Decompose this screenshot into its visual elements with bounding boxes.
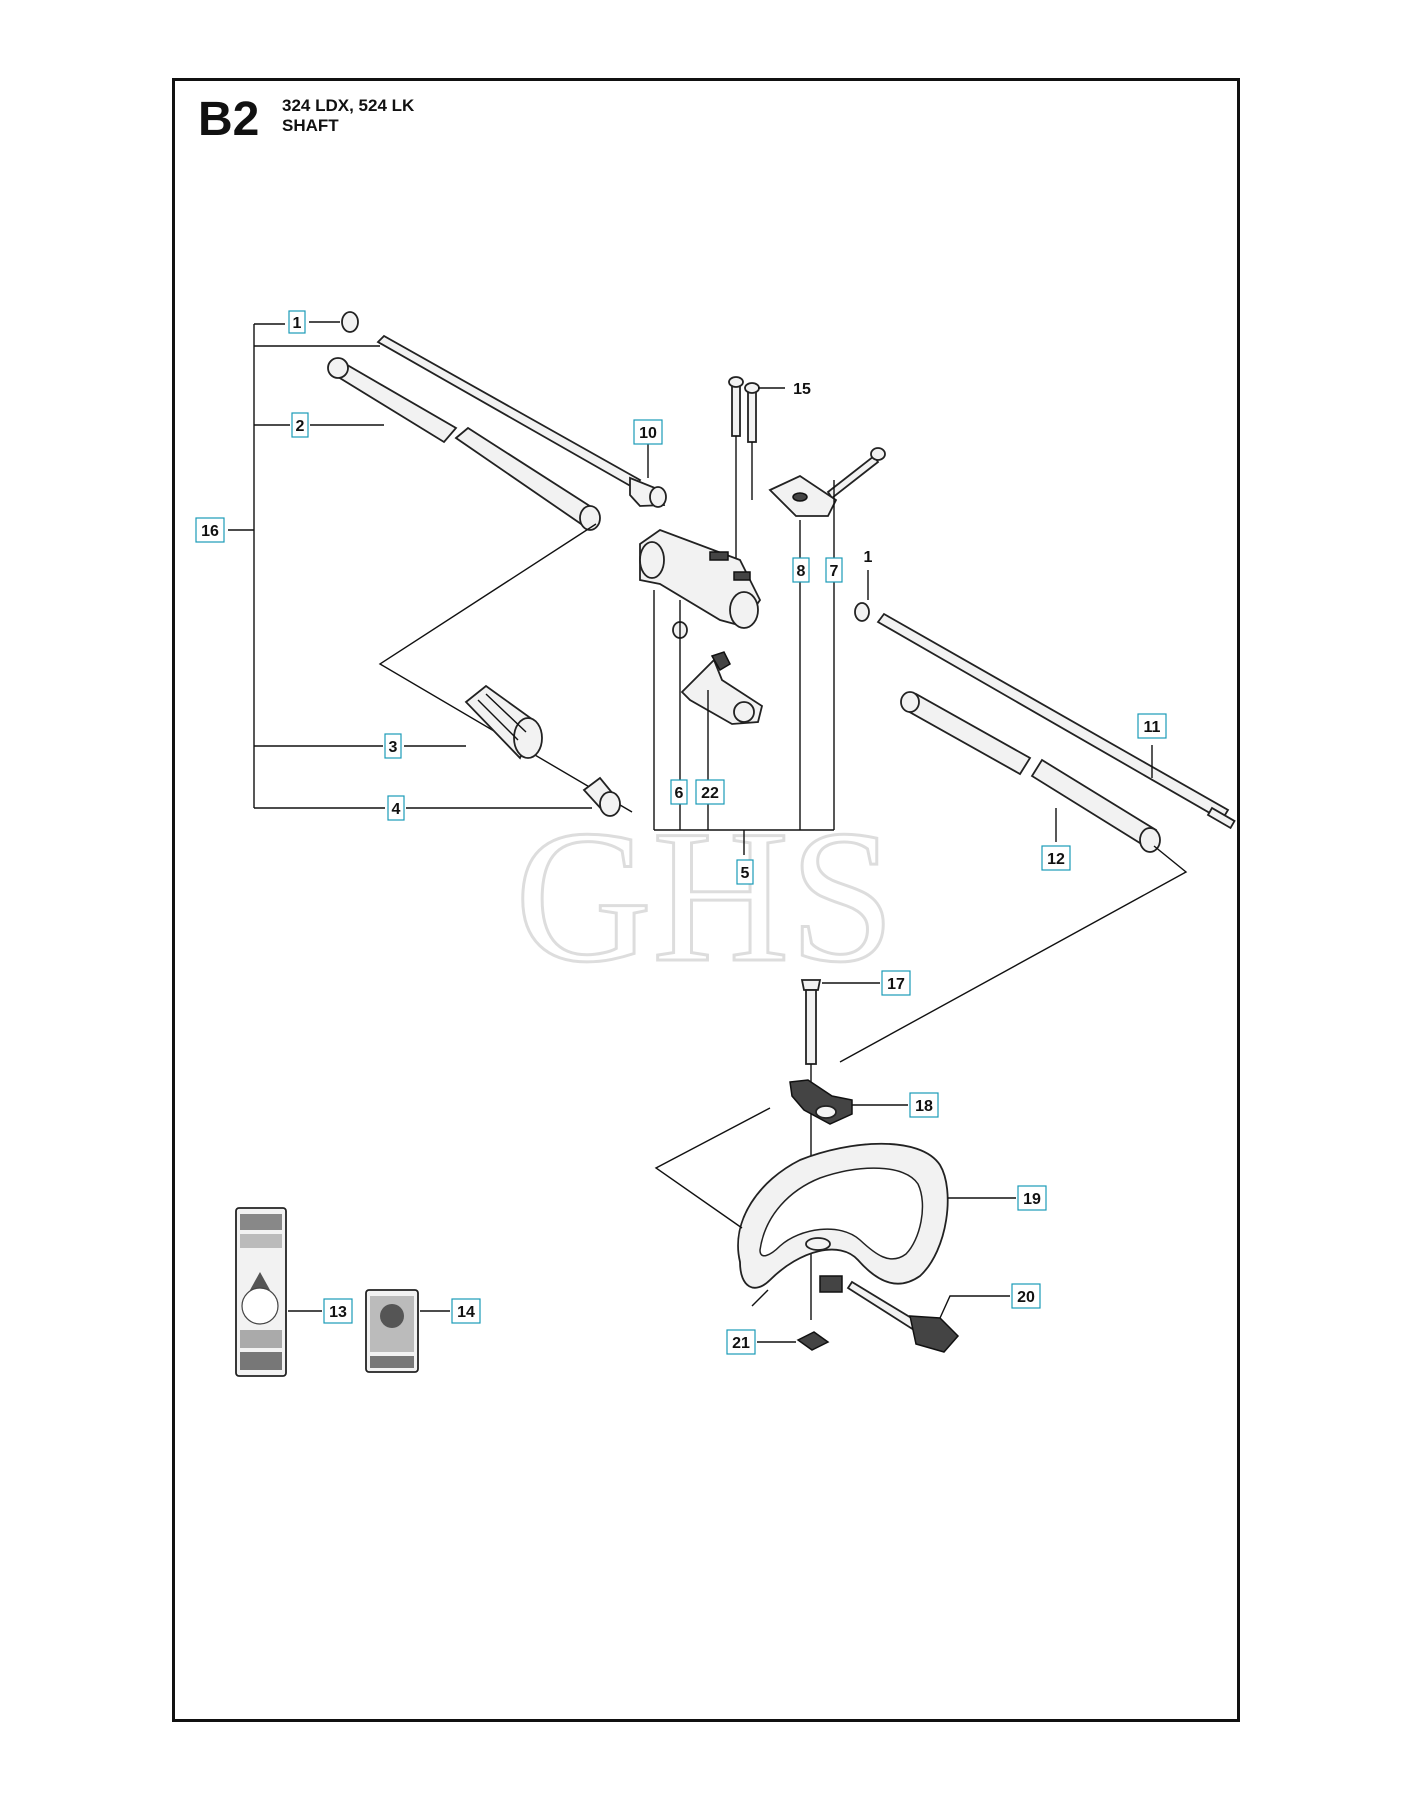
callout-14: 14 [451, 1298, 481, 1324]
svg-text:18: 18 [915, 1098, 933, 1115]
washer-part-1 [341, 311, 359, 333]
svg-text:3: 3 [389, 739, 398, 756]
callout-8: 8 [792, 557, 810, 583]
callout-16: 16 [195, 517, 225, 543]
diagram-subtitle: SHAFT [282, 116, 339, 135]
foam-tube-part-12 [900, 691, 1161, 853]
square-nut-part-21 [796, 1331, 830, 1351]
callout-7: 7 [825, 557, 843, 583]
callout-15: 15 [793, 381, 811, 398]
svg-text:22: 22 [701, 785, 719, 802]
svg-text:6: 6 [675, 785, 684, 802]
svg-text:13: 13 [329, 1304, 347, 1321]
callout-13: 13 [323, 1298, 353, 1324]
washer-part-1b [854, 602, 870, 622]
callout-6: 6 [670, 779, 688, 805]
svg-text:14: 14 [457, 1304, 475, 1321]
lower-clamp-part-22 [680, 651, 764, 725]
svg-text:1: 1 [293, 315, 302, 332]
callout-11: 11 [1137, 713, 1167, 739]
svg-text:19: 19 [1023, 1191, 1041, 1208]
svg-text:12: 12 [1047, 851, 1065, 868]
callout-1: 1 [288, 310, 306, 334]
callout-21: 21 [726, 1329, 756, 1355]
bracket-16 [228, 323, 385, 809]
callout-5: 5 [736, 859, 754, 885]
nut-part-4 [582, 776, 621, 817]
svg-text:16: 16 [201, 523, 219, 540]
callout-19: 19 [1017, 1185, 1047, 1211]
drive-shaft [376, 334, 667, 508]
svg-text:15: 15 [793, 381, 811, 398]
bolt-part-17 [800, 979, 822, 1320]
loop-handle-part-19 [737, 1142, 949, 1289]
svg-text:7: 7 [830, 563, 839, 580]
coupling-part-3 [464, 684, 543, 760]
callout-18: 18 [909, 1092, 939, 1118]
svg-text:1: 1 [864, 549, 873, 566]
svg-text:5: 5 [741, 865, 750, 882]
foam-tube-part-2 [327, 357, 601, 531]
decal-part-14 [365, 1289, 419, 1373]
watermark: GHS [515, 792, 895, 1002]
svg-text:17: 17 [887, 976, 905, 993]
callout-22: 22 [695, 779, 725, 805]
svg-text:11: 11 [1144, 719, 1161, 736]
svg-text:10: 10 [639, 425, 657, 442]
drawing-frame [172, 78, 1240, 1722]
clamp-plate-part-8 [768, 474, 838, 517]
bracket-5 [653, 480, 835, 855]
diagram-code: B2 [198, 93, 260, 146]
svg-text:20: 20 [1017, 1289, 1035, 1306]
callout-4: 4 [387, 795, 405, 821]
hanger-part-20 [819, 1275, 960, 1353]
callout-3: 3 [384, 733, 402, 759]
decal-part-13 [235, 1207, 287, 1377]
svg-text:2: 2 [296, 418, 305, 435]
clamp-housing [639, 528, 762, 629]
callout-12: 12 [1041, 845, 1071, 871]
callout-2: 2 [291, 412, 309, 438]
callout-17: 17 [881, 970, 911, 996]
callout-10: 10 [633, 419, 663, 445]
svg-text:8: 8 [797, 563, 806, 580]
bolt-part-7 [826, 447, 886, 500]
callout-20: 20 [1011, 1283, 1041, 1309]
svg-text:4: 4 [392, 801, 401, 818]
model-list: 324 LDX, 524 LK [282, 96, 415, 115]
shaft-tube-part-11 [876, 612, 1236, 830]
svg-text:21: 21 [732, 1335, 750, 1352]
callout-1b: 1 [864, 549, 873, 566]
knob-part-18 [789, 1079, 853, 1125]
